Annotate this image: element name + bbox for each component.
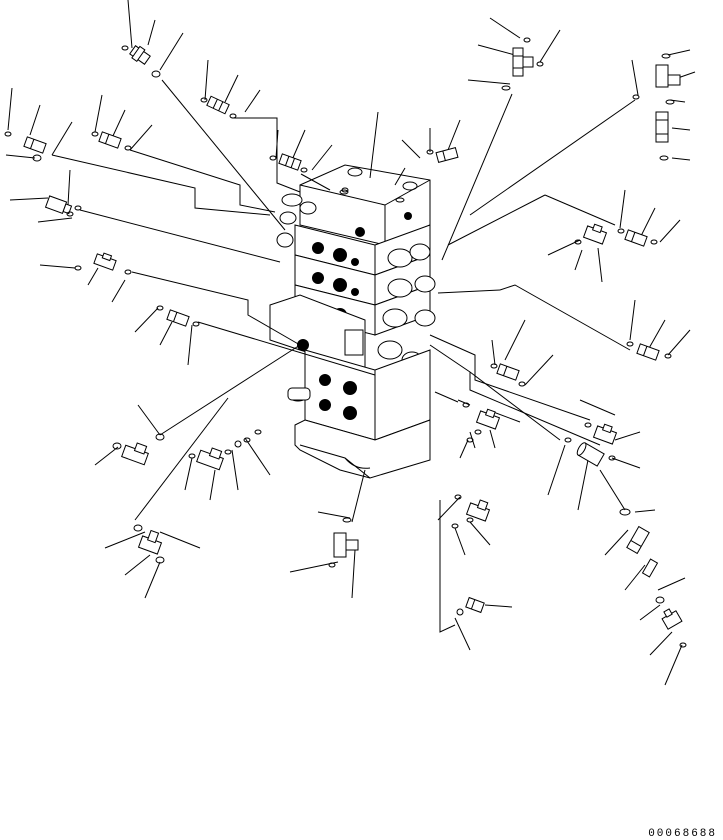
control-valve-body [269,164,436,479]
doc-number: 00068688 [648,828,717,840]
leader-lines [5,0,696,686]
fittings [4,37,687,648]
